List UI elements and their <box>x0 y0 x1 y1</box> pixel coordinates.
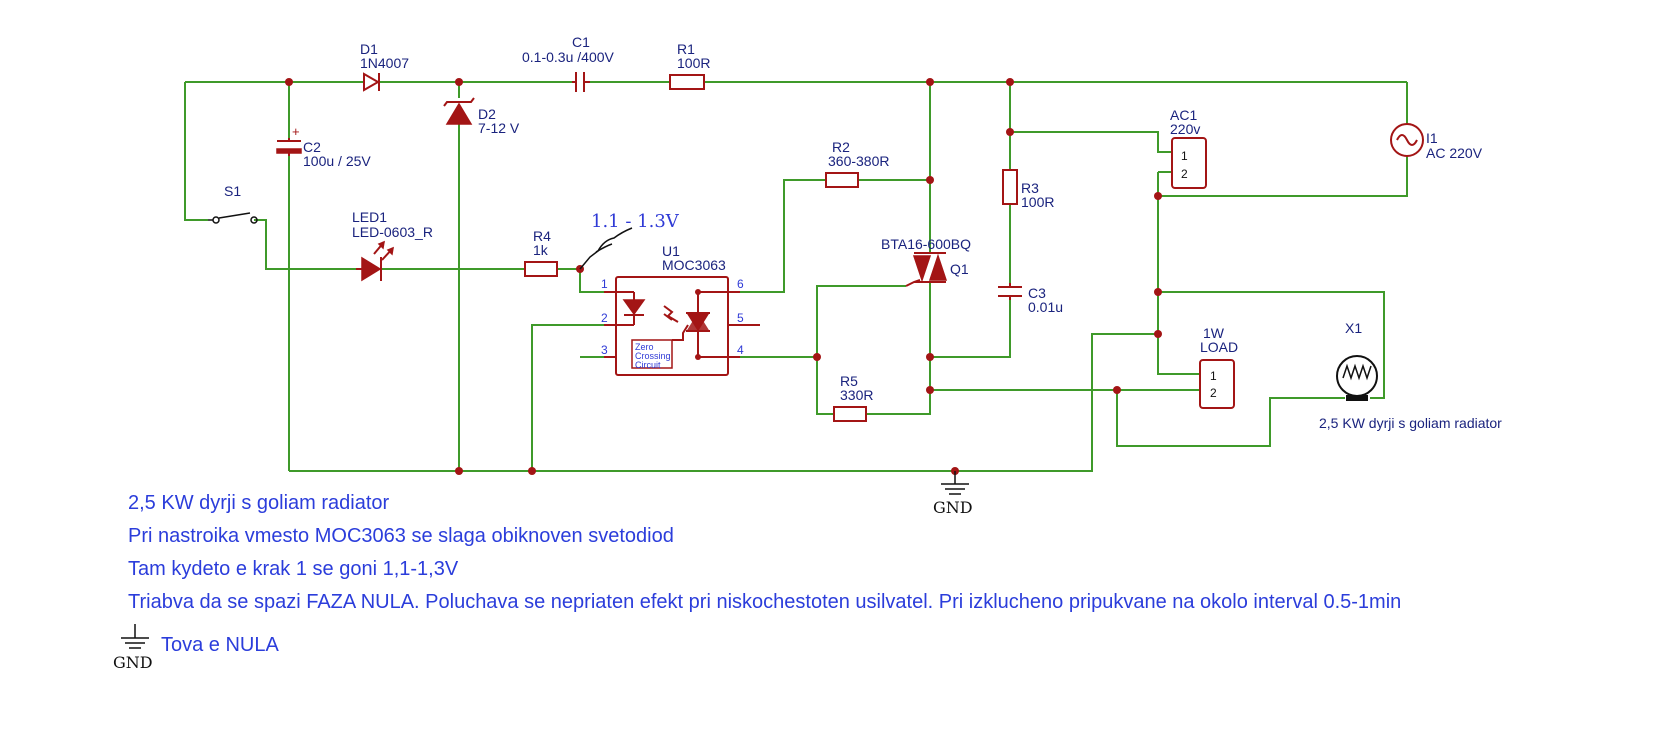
note-line-1: 2,5 KW dyrji s goliam radiator <box>128 492 390 514</box>
r3-ref: R3 <box>1021 180 1039 196</box>
u1-pin6: 6 <box>737 277 744 291</box>
resistor-r2: R2 360-380R <box>825 139 890 188</box>
resistor-r5: R5 330R <box>833 373 873 422</box>
resistor-r4: R4 1k <box>524 228 558 277</box>
u1-zc-line2: Crossing <box>635 351 671 361</box>
diode-d1: D1 1N4007 <box>360 41 409 92</box>
d2-ref: D2 <box>478 106 496 122</box>
u1-pin3: 3 <box>601 343 608 357</box>
c3-value: 0.01u <box>1028 299 1063 315</box>
gnd-legend-label: GND <box>113 653 153 672</box>
u1-zc-line3: Circuit <box>635 360 661 370</box>
note-line-4: Triabva da se spazi FAZA NULA. Poluchava… <box>128 591 1402 613</box>
d2-value: 7-12 V <box>478 120 520 136</box>
load-pin2: 2 <box>1210 386 1217 400</box>
u1-ref: U1 <box>662 243 680 259</box>
resistor-r3: R3 100R <box>1002 169 1054 210</box>
r4-ref: R4 <box>533 228 551 244</box>
q1-ref: Q1 <box>950 261 969 277</box>
gnd-label: GND <box>933 498 973 517</box>
gnd-symbol: GND <box>933 471 973 517</box>
led1-value: LED-0603_R <box>352 224 433 240</box>
optocoupler-u1: Zero Crossing Circuit 1 2 3 4 5 6 U1 MOC… <box>601 243 760 376</box>
r4-value: 1k <box>533 242 549 258</box>
led1-ref: LED1 <box>352 209 387 225</box>
ac-source-i1: I1 AC 220V <box>1390 123 1483 161</box>
triac-q1: BTA16-600BQ Q1 <box>881 236 971 287</box>
c2-ref: C2 <box>303 139 321 155</box>
ac1-pin1: 1 <box>1181 149 1188 163</box>
r5-value: 330R <box>840 387 873 403</box>
u1-pin1: 1 <box>601 277 608 291</box>
r2-ref: R2 <box>832 139 850 155</box>
x1-value: 2,5 KW dyrji s goliam radiator <box>1319 415 1502 431</box>
load-pin1: 1 <box>1210 369 1217 383</box>
r3-value: 100R <box>1021 194 1054 210</box>
capacitor-c2: + C2 100u / 25V <box>276 124 371 169</box>
r5-ref: R5 <box>840 373 858 389</box>
i1-value: AC 220V <box>1426 145 1483 161</box>
probe-annotation: 1.1 - 1.3V <box>579 211 680 270</box>
ac1-value: 220v <box>1170 121 1200 137</box>
switch-s1: S1 <box>208 183 258 224</box>
load-value: LOAD <box>1200 339 1238 355</box>
u1-pin4: 4 <box>737 343 744 357</box>
x1-ref: X1 <box>1345 320 1362 336</box>
ac1-ref: AC1 <box>1170 107 1197 123</box>
gnd-legend-text: Tova e NULA <box>161 634 279 656</box>
ac1-pin2: 2 <box>1181 167 1188 181</box>
r1-ref: R1 <box>677 41 695 57</box>
q1-value: BTA16-600BQ <box>881 236 971 252</box>
wires <box>184 81 1408 472</box>
c1-value: 0.1-0.3u /400V <box>522 49 615 65</box>
capacitor-c1: C1 0.1-0.3u /400V <box>522 34 615 92</box>
probe-label: 1.1 - 1.3V <box>591 211 680 232</box>
gnd-legend-symbol: GND <box>113 624 153 672</box>
lamp-x1: X1 2,5 KW dyrji s goliam radiator <box>1319 320 1502 431</box>
connector-load: 1 2 1W LOAD <box>1199 325 1238 409</box>
d1-value: 1N4007 <box>360 55 409 71</box>
connector-ac1: 1 2 AC1 220v <box>1170 107 1207 189</box>
c1-ref: C1 <box>572 34 590 50</box>
c3-ref: C3 <box>1028 285 1046 301</box>
u1-pin5: 5 <box>737 311 744 325</box>
u1-value: MOC3063 <box>662 257 726 273</box>
load-ref: 1W <box>1203 325 1225 341</box>
svg-text:+: + <box>292 124 300 139</box>
r1-value: 100R <box>677 55 710 71</box>
u1-pin2: 2 <box>601 311 608 325</box>
r2-value: 360-380R <box>828 153 890 169</box>
s1-ref: S1 <box>224 183 241 199</box>
note-line-2: Pri nastroika vmesto MOC3063 se slaga ob… <box>128 525 674 547</box>
u1-zc-line1: Zero <box>635 342 654 352</box>
d1-ref: D1 <box>360 41 378 57</box>
c2-value: 100u / 25V <box>303 153 371 169</box>
led-led1: LED1 LED-0603_R <box>352 209 433 282</box>
zener-d2: D2 7-12 V <box>443 97 520 136</box>
resistor-r1: R1 100R <box>669 41 710 90</box>
note-line-3: Tam kydeto e krak 1 se goni 1,1-1,3V <box>128 558 459 580</box>
i1-ref: I1 <box>1426 130 1438 146</box>
capacitor-c3: C3 0.01u <box>998 283 1063 315</box>
